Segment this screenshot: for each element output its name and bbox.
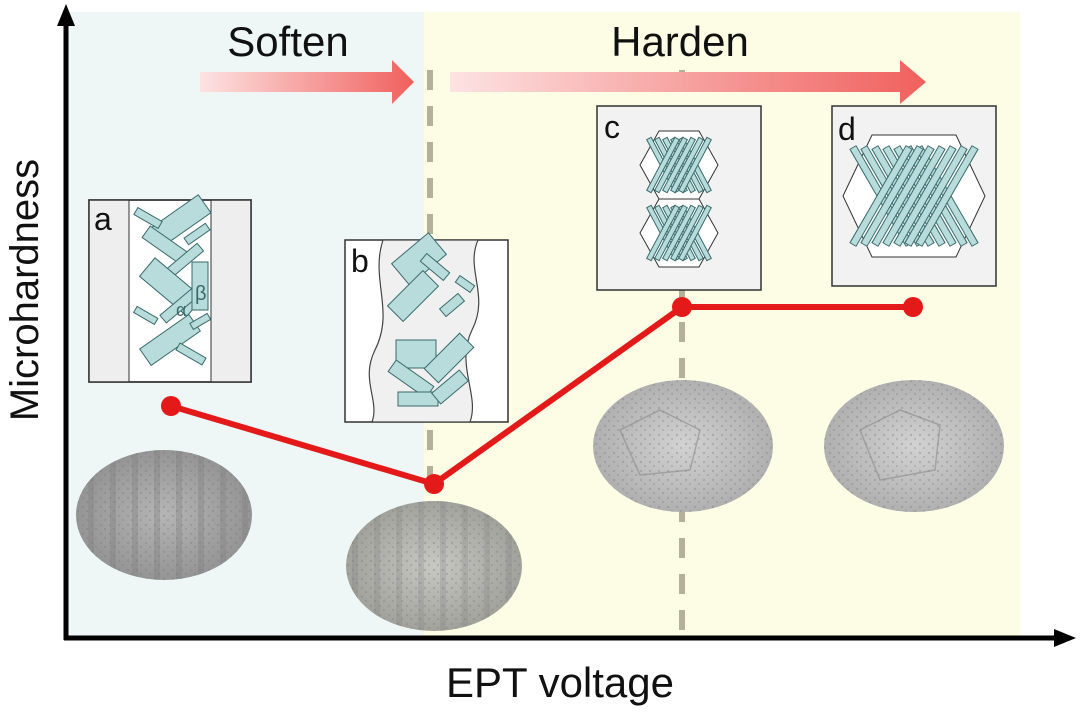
micrograph-c [593,380,773,512]
lath-latticeC-1-1 [654,136,688,194]
panel-d: d [831,105,997,287]
lath-latticeD-1-6 [915,145,979,247]
lath-latticeC-1-0 [646,204,680,262]
lath-latticeD-1-0 [849,145,913,247]
panel-a: α β a [88,194,252,383]
lath-latticeC-1-0 [646,136,680,194]
panel-c: c [596,105,762,291]
soften-arrow [200,60,414,104]
panel-c-laths [646,136,712,262]
panel-b-letter: b [351,243,369,279]
harden-label: Harden [611,18,749,65]
y-axis-label: Microhardness [3,159,47,421]
trend-point-a [161,396,181,416]
panel-b: b [344,232,509,423]
panel-d-laths [849,145,979,247]
x-axis-arrowhead [1054,629,1076,647]
lath-latticeC-1-3 [670,136,704,194]
trend-point-d [903,297,923,317]
panel-a-laths [132,194,212,367]
panel-a-letter: a [94,201,112,237]
lath-latticeC-1-2 [662,204,696,262]
lath-latticeD-1-2 [871,145,935,247]
panel-b-laths [386,232,476,407]
panel-d-letter: d [838,111,856,147]
lath-latticeC-1-4 [678,136,712,194]
lath-latticeD-1-5 [904,145,968,247]
soften-label: Soften [227,18,348,65]
trend-point-b [424,474,444,494]
panel-c-letter: c [604,109,620,145]
hardness-trend-line [170,304,913,488]
lath-latticeC-1-2 [662,136,696,194]
lath-latticeC-1-3 [670,204,704,262]
panel-a-beta: β [195,283,207,305]
lath-latticeC-1-1 [654,204,688,262]
panel-a-alpha: α [176,300,186,320]
x-axis-label: EPT voltage [446,659,674,706]
y-axis-arrowhead [57,4,75,26]
lath-latticeD-1-1 [860,145,924,247]
micrograph-d [824,380,1004,512]
harden-arrow [450,60,926,104]
lath-latticeD-1-3 [882,145,946,247]
lath-latticeD-1-4 [893,145,957,247]
trend-point-c [672,297,692,317]
micrograph-a [76,450,252,580]
micrograph-b [346,501,522,631]
lath-latticeC-1-4 [678,204,712,262]
